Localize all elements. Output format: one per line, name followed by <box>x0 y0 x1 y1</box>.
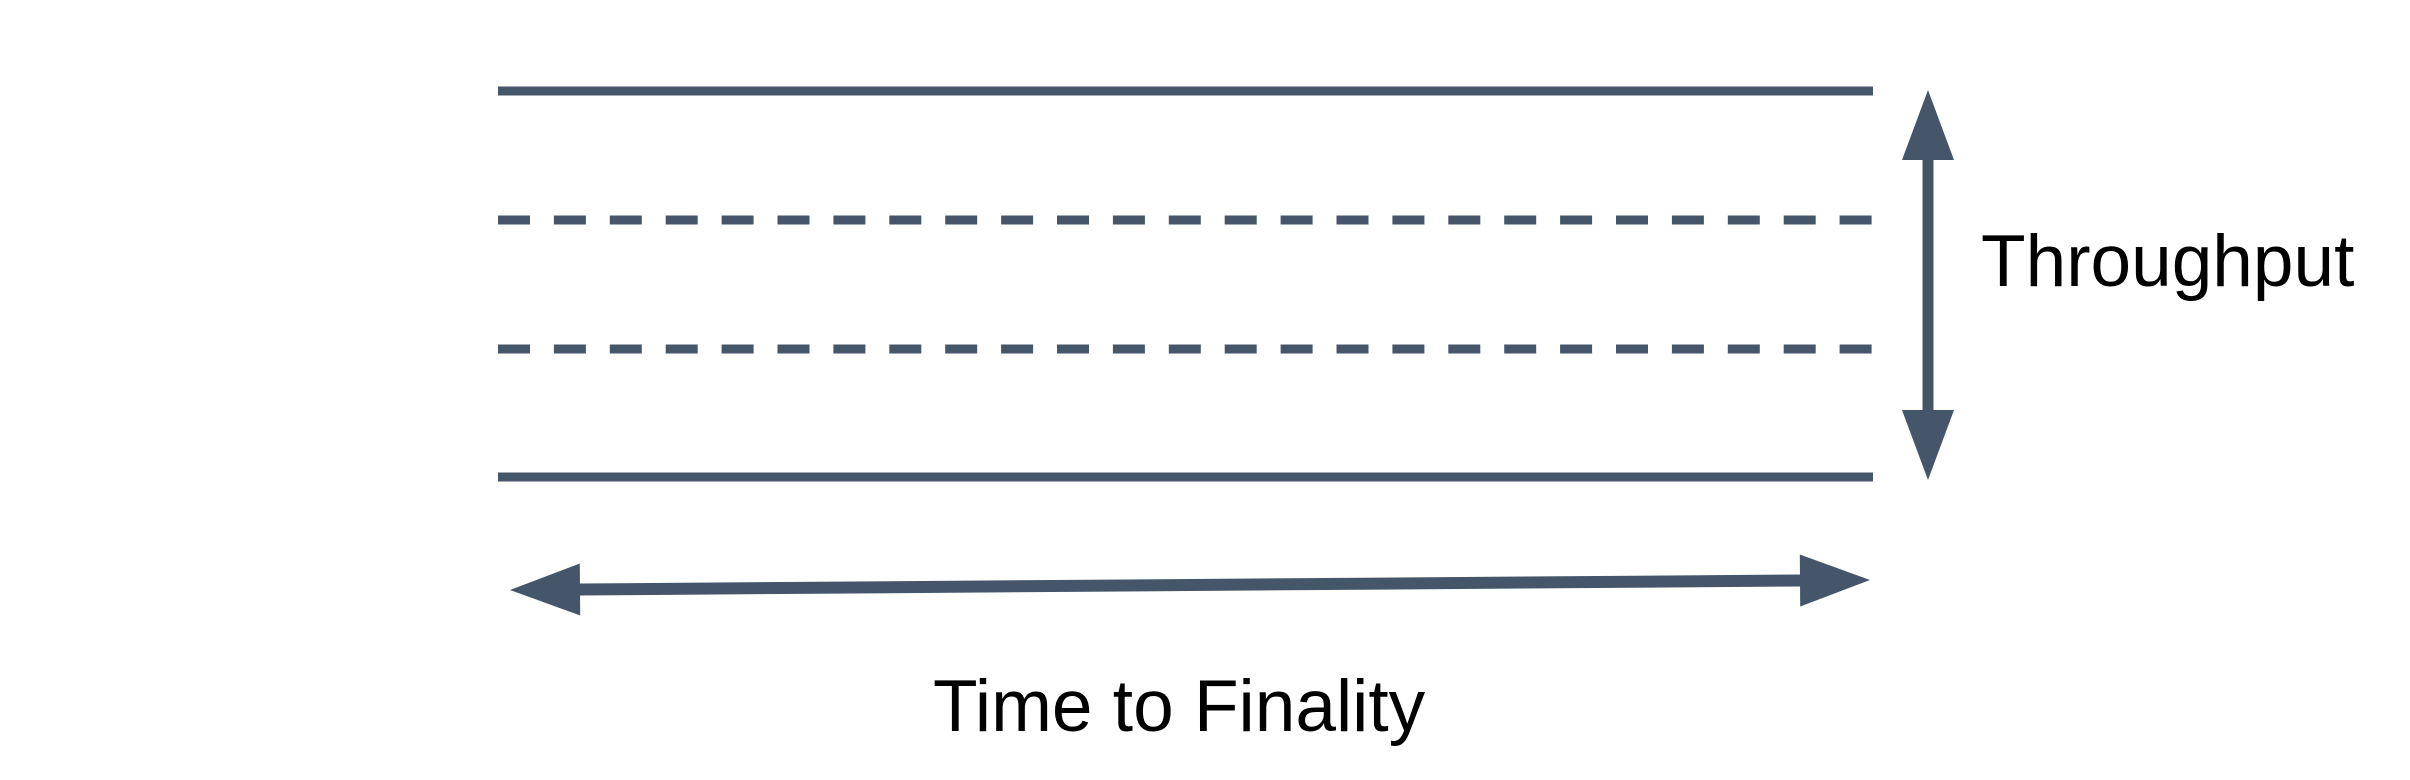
time-to-finality-arrow <box>510 554 1870 616</box>
time-to-finality-label: Time to Finality <box>933 666 1426 747</box>
throughput-arrow-head-start <box>1902 90 1954 160</box>
throughput-label: Throughput <box>1981 221 2355 302</box>
throughput-arrow <box>1902 90 1954 480</box>
time-to-finality-arrow-head-start <box>510 563 581 616</box>
time-to-finality-arrow-shaft <box>577 574 1803 596</box>
throughput-arrow-head-end <box>1902 410 1954 480</box>
time-to-finality-arrow-head-end <box>1799 554 1870 607</box>
